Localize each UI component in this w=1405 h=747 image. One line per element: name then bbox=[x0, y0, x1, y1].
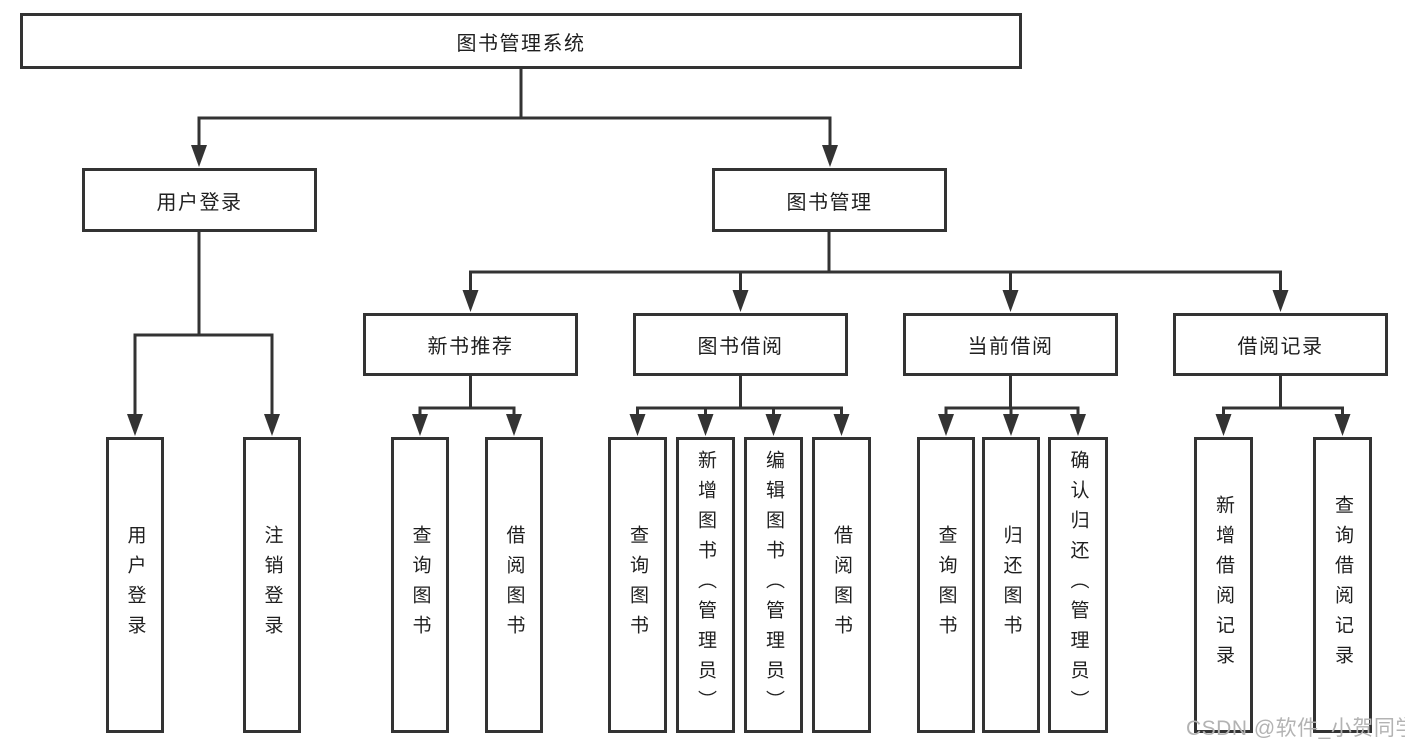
node-library-management-system: 图书管理系统 bbox=[20, 13, 1022, 69]
node-query-books-borrow: 查询图书 bbox=[608, 437, 667, 733]
node-query-books-recommend: 查询图书 bbox=[391, 437, 449, 733]
node-edit-book-admin: 编辑图书（管理员） bbox=[744, 437, 803, 733]
node-confirm-return-admin: 确认归还（管理员） bbox=[1048, 437, 1108, 733]
node-logout-leaf: 注销登录 bbox=[243, 437, 301, 733]
node-user-login: 用户登录 bbox=[82, 168, 317, 232]
node-add-borrow-record: 新增借阅记录 bbox=[1194, 437, 1253, 733]
watermark: CSDN @软件_小贺同学 bbox=[1186, 717, 1405, 740]
node-query-borrow-record: 查询借阅记录 bbox=[1313, 437, 1372, 733]
node-current-borrow: 当前借阅 bbox=[903, 313, 1118, 376]
node-return-books: 归还图书 bbox=[982, 437, 1040, 733]
node-borrow-books-leaf: 借阅图书 bbox=[812, 437, 871, 733]
node-book-management: 图书管理 bbox=[712, 168, 947, 232]
node-add-book-admin: 新增图书（管理员） bbox=[676, 437, 735, 733]
node-book-borrow: 图书借阅 bbox=[633, 313, 848, 376]
node-borrow-records: 借阅记录 bbox=[1173, 313, 1388, 376]
node-query-books-current: 查询图书 bbox=[917, 437, 975, 733]
node-borrow-books-recommend: 借阅图书 bbox=[485, 437, 543, 733]
node-new-book-recommend: 新书推荐 bbox=[363, 313, 578, 376]
node-user-login-leaf: 用户登录 bbox=[106, 437, 164, 733]
connector-segments bbox=[133, 69, 1344, 418]
arrowhead-icons bbox=[127, 145, 1351, 436]
